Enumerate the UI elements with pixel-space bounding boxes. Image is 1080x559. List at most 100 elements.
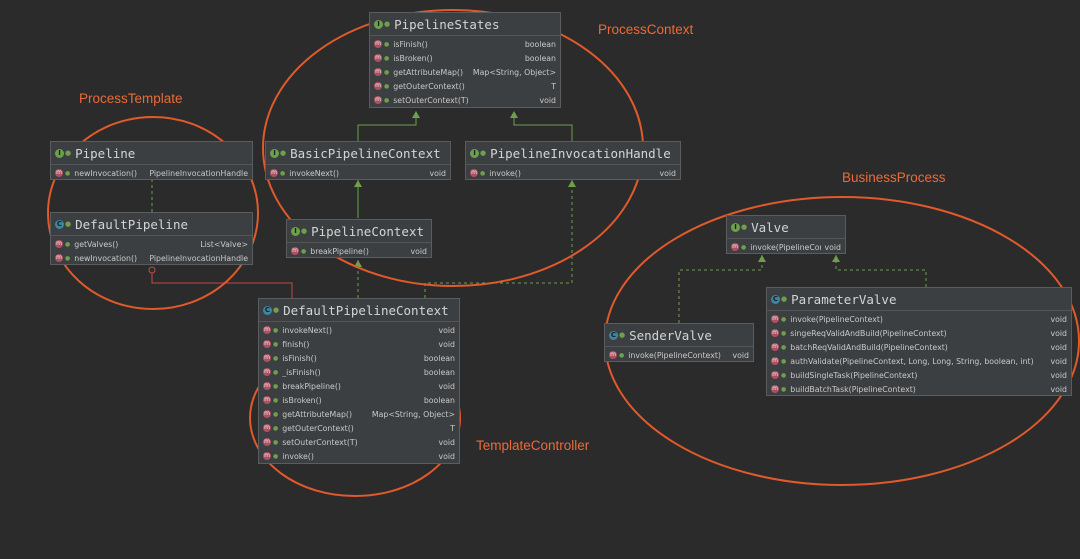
method-return-type: void	[824, 242, 842, 252]
class-header: I●PipelineInvocationHandle	[466, 142, 680, 165]
method-row[interactable]: m●setOuterContext(T)void	[370, 93, 560, 107]
method-row[interactable]: m●isFinish()boolean	[259, 351, 459, 365]
method-name: finish()	[282, 339, 310, 349]
method-icon: m	[263, 452, 271, 460]
method-row[interactable]: m●getValves()List<Valve>	[51, 237, 252, 251]
arrowhead-states-right	[510, 111, 518, 118]
method-icon: m	[771, 371, 779, 379]
method-row[interactable]: m●_isFinish()boolean	[259, 365, 459, 379]
method-row[interactable]: m●breakPipeline()void	[287, 244, 431, 258]
method-icon: m	[263, 438, 271, 446]
method-name: invoke()	[489, 168, 521, 178]
method-icon: m	[55, 240, 63, 248]
method-row[interactable]: m●isBroken()boolean	[370, 51, 560, 65]
class-header: C●SenderValve	[605, 324, 753, 347]
method-row[interactable]: m●invoke()void	[259, 449, 459, 463]
annotation-ellipse-process-template	[47, 116, 259, 310]
interface-icon: I	[291, 226, 300, 236]
method-row[interactable]: m●isFinish()boolean	[370, 37, 560, 51]
label-process-template: ProcessTemplate	[79, 91, 183, 106]
method-row[interactable]: m●finish()void	[259, 337, 459, 351]
public-access-icon: ●	[65, 220, 72, 228]
method-row[interactable]: m●invoke(PipelineContext)void	[605, 348, 753, 362]
method-return-type: boolean	[423, 367, 455, 377]
method-icon: m	[263, 410, 271, 418]
public-access-icon: ●	[480, 149, 487, 157]
method-name: buildSingleTask(PipelineContext)	[790, 370, 918, 380]
method-row[interactable]: m●singeReqValidAndBuild(PipelineContext)…	[767, 326, 1071, 340]
method-name: getOuterContext()	[393, 81, 465, 91]
access-icon: ●	[280, 169, 286, 177]
method-row[interactable]: m●setOuterContext(T)void	[259, 435, 459, 449]
method-row[interactable]: m●isBroken()boolean	[259, 393, 459, 407]
method-row[interactable]: m●batchReqValidAndBuild(PipelineContext)…	[767, 340, 1071, 354]
method-row[interactable]: m●invokeNext()void	[266, 166, 450, 180]
class-name: ParameterValve	[791, 291, 897, 307]
method-return-type: boolean	[524, 39, 556, 49]
method-return-type: Map<String, Object>	[371, 409, 455, 419]
method-name: invoke()	[282, 451, 314, 461]
method-row[interactable]: m●getAttributeMap()Map<String, Object>	[259, 407, 459, 421]
public-access-icon: ●	[781, 295, 788, 303]
method-name: authValidate(PipelineContext, Long, Long…	[790, 356, 1034, 366]
public-access-icon: ●	[619, 331, 626, 339]
method-row[interactable]: m●newInvocation()PipelineInvocationHandl…	[51, 251, 252, 265]
access-icon: ●	[273, 438, 279, 446]
method-row[interactable]: m●invokeNext()void	[259, 323, 459, 337]
method-name: invoke(PipelineContext)	[750, 242, 820, 252]
method-return-type: void	[1050, 356, 1068, 366]
access-icon: ●	[781, 357, 787, 365]
access-icon: ●	[65, 169, 71, 177]
access-icon: ●	[273, 368, 279, 376]
method-return-type: boolean	[524, 53, 556, 63]
method-icon: m	[374, 40, 382, 48]
arrowhead-handle	[568, 180, 576, 187]
access-icon: ●	[384, 54, 390, 62]
method-row[interactable]: m●authValidate(PipelineContext, Long, Lo…	[767, 354, 1071, 368]
method-icon: m	[263, 368, 271, 376]
method-row[interactable]: m●getOuterContext()T	[259, 421, 459, 435]
class-header: I●Pipeline	[51, 142, 252, 165]
method-return-type: void	[429, 168, 447, 178]
method-row[interactable]: m●buildBatchTask(PipelineContext)void	[767, 382, 1071, 396]
access-icon: ●	[65, 254, 71, 262]
access-icon: ●	[384, 68, 390, 76]
method-icon: m	[771, 343, 779, 351]
method-row[interactable]: m●buildSingleTask(PipelineContext)void	[767, 368, 1071, 382]
method-row[interactable]: m●getAttributeMap()Map<String, Object>	[370, 65, 560, 79]
method-row[interactable]: m●newInvocation()PipelineInvocationHandl…	[51, 166, 252, 180]
method-return-type: void	[410, 246, 428, 256]
extends-line-handle-to-states	[513, 112, 573, 142]
method-row[interactable]: m●invoke(PipelineContext)void	[767, 312, 1071, 326]
method-return-type: void	[659, 168, 677, 178]
class-icon: C	[771, 294, 780, 304]
interface-icon: I	[470, 148, 479, 158]
method-icon: m	[55, 254, 63, 262]
access-icon: ●	[781, 315, 787, 323]
method-icon: m	[55, 169, 63, 177]
method-row[interactable]: m●getOuterContext()T	[370, 79, 560, 93]
label-process-context: ProcessContext	[598, 22, 694, 37]
method-return-type: T	[450, 423, 455, 433]
method-icon: m	[771, 385, 779, 393]
access-icon: ●	[301, 247, 307, 255]
extends-line-basic-to-states	[357, 112, 417, 142]
method-row[interactable]: m●invoke()void	[466, 166, 680, 180]
method-row[interactable]: m●breakPipeline()void	[259, 379, 459, 393]
access-icon: ●	[741, 243, 747, 251]
arrowhead-states-left	[412, 111, 420, 118]
class-name: PipelineInvocationHandle	[490, 145, 671, 161]
method-row[interactable]: m●invoke(PipelineContext) void	[727, 240, 845, 254]
method-icon: m	[731, 243, 739, 251]
access-icon: ●	[273, 396, 279, 404]
